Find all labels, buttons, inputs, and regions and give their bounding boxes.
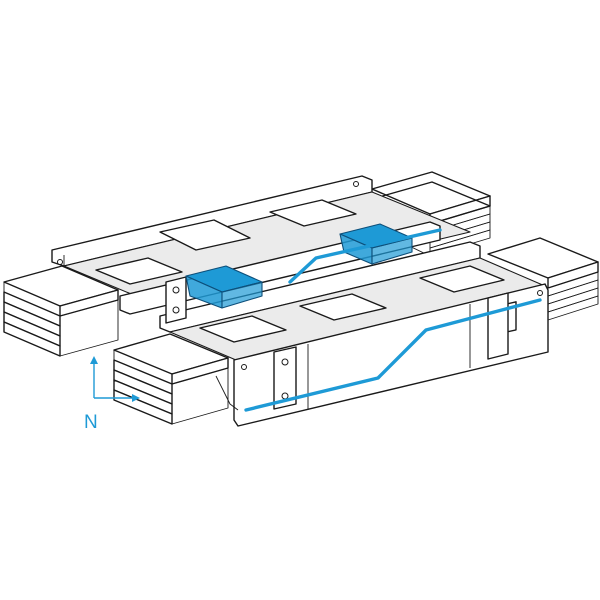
bracket-bolt: [281, 358, 289, 366]
neutral-axis-indicator: N: [84, 356, 140, 433]
left-outer-busbar-stack: [3, 265, 119, 357]
joint-clamp-front: [185, 265, 263, 309]
right-rear-busbar-stack: [371, 171, 491, 257]
right-front-busbar-stack: [487, 237, 599, 321]
neutral-path-rear: [288, 228, 442, 284]
bracket-bolt: [172, 306, 180, 314]
neutral-path-front: [244, 298, 542, 412]
bracket-bolt: [172, 286, 180, 294]
left-inner-busbar-stack: [113, 333, 239, 425]
mounting-brackets: [165, 276, 509, 410]
neutral-label: N: [84, 412, 98, 433]
bracket-bolt: [281, 392, 289, 400]
